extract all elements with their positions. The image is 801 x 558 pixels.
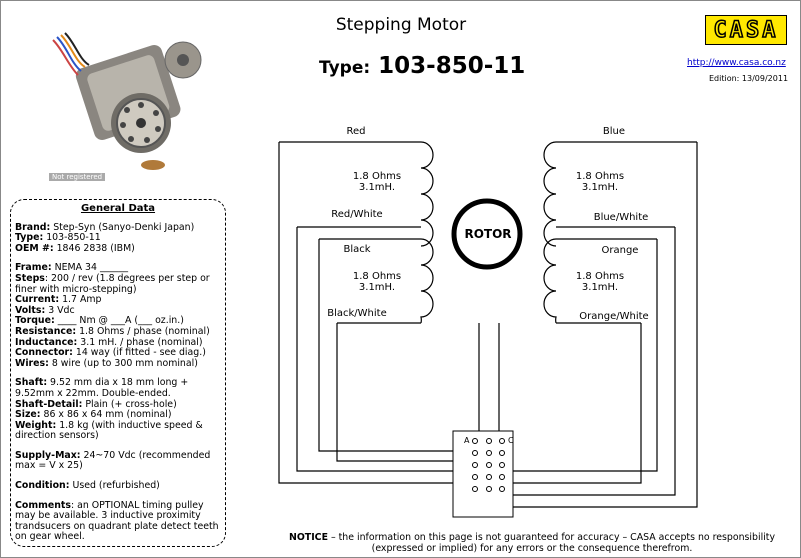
spec-wires: Wires: 8 wire (up to 300 mm nominal) (15, 357, 198, 369)
spec-oem: OEM #: 1846 2838 (IBM) (15, 242, 135, 254)
type-heading: Type: 103-850-11 (319, 53, 525, 79)
website-link[interactable]: http://www.casa.co.nz (687, 58, 786, 68)
connector-block (452, 430, 514, 518)
spec-shaft: Shaft: 9.52 mm dia x 18 mm long + 9.52mm… (15, 377, 189, 399)
coil-orange-inductance: 3.1mH. (582, 282, 618, 293)
spec-inductance: Inductance: 3.1 mH. / phase (nominal) (15, 336, 203, 348)
spec-weight: Weight: 1.8 kg (with inductive speed & d… (15, 419, 203, 442)
wire-blue-label: Blue (603, 126, 625, 137)
spec-steps: Steps: 200 / rev (1.8 degrees per step o… (15, 272, 210, 295)
type-prefix: Type: (319, 58, 371, 78)
type-value: 103-850-11 (378, 53, 526, 79)
coil-black-inductance: 3.1mH. (359, 282, 395, 293)
connector-label-a: A (464, 436, 470, 445)
spec-torque: Torque: ____ Nm @ ___A (___ oz.in.) (15, 315, 184, 327)
wire-orange-label: Orange (602, 245, 639, 256)
notice-label: NOTICE (288, 532, 328, 543)
spec-volts: Volts: 3 Vdc (15, 304, 75, 316)
edition-date: Edition: 13/09/2011 (709, 74, 789, 83)
coil-red-winding (279, 141, 434, 247)
spec-current: Current: 1.7 Amp (15, 294, 102, 306)
connector-pins (472, 438, 505, 492)
coil-red-inductance: 3.1mH. (359, 182, 395, 193)
rotor-circle (451, 198, 523, 270)
spec-brand: Brand: Step-Syn (Sanyo-Denki Japan) (15, 221, 195, 233)
connector-label-c: C (508, 436, 514, 445)
wire-black-label: Black (343, 244, 370, 255)
spec-comments: Comments: an OPTIONAL timing pulley may … (15, 499, 219, 543)
notice-text: – the information on this page is not gu… (327, 532, 776, 554)
notice: NOTICE – the information on this page is… (267, 532, 797, 554)
general-data-box: General Data Brand: Step-Syn (Sanyo-Denk… (10, 199, 226, 547)
wire-red-white-label: Red/White (331, 209, 382, 220)
spec-supply-max: Supply-Max: 24~70 Vdc (recommended max =… (15, 449, 211, 472)
wire-blue-white-label: Blue/White (594, 212, 649, 223)
coil-orange-ohms: 1.8 Ohms (576, 271, 624, 282)
spec-condition: Condition: Used (refurbished) (15, 480, 160, 492)
coil-black-winding (319, 238, 434, 324)
coil-orange-winding (543, 238, 657, 324)
spec-connector: Connector: 14 way (if fitted - see diag.… (15, 347, 206, 359)
coil-blue-ohms: 1.8 Ohms (576, 171, 624, 182)
logo-text: CASA (713, 17, 779, 44)
spec-size: Size: 86 x 86 x 64 mm (nominal) (15, 409, 172, 421)
spec-resistance: Resistance: 1.8 Ohms / phase (nominal) (15, 325, 210, 337)
wire-black-white-label: Black/White (327, 308, 387, 319)
wire-red-label: Red (347, 126, 366, 137)
wire-orange-white-label: Orange/White (579, 311, 648, 322)
coil-black-ohms: 1.8 Ohms (353, 271, 401, 282)
page-title: Stepping Motor (335, 15, 467, 35)
casa-logo: CASA (705, 15, 787, 45)
photo-note: Not registered (49, 173, 106, 181)
general-data-title: General Data (80, 203, 156, 214)
spec-type: Type: 103-850-11 (15, 232, 101, 244)
motor-photo (43, 25, 213, 185)
spec-frame: Frame: NEMA 34 ______ (15, 262, 129, 274)
coil-blue-winding (543, 141, 697, 247)
coil-red-ohms: 1.8 Ohms (353, 171, 401, 182)
coil-blue-inductance: 3.1mH. (582, 182, 618, 193)
spec-shaft-detail: Shaft-Detail: Plain (+ cross-hole) (15, 398, 177, 410)
rotor-label: ROTOR (464, 227, 511, 241)
